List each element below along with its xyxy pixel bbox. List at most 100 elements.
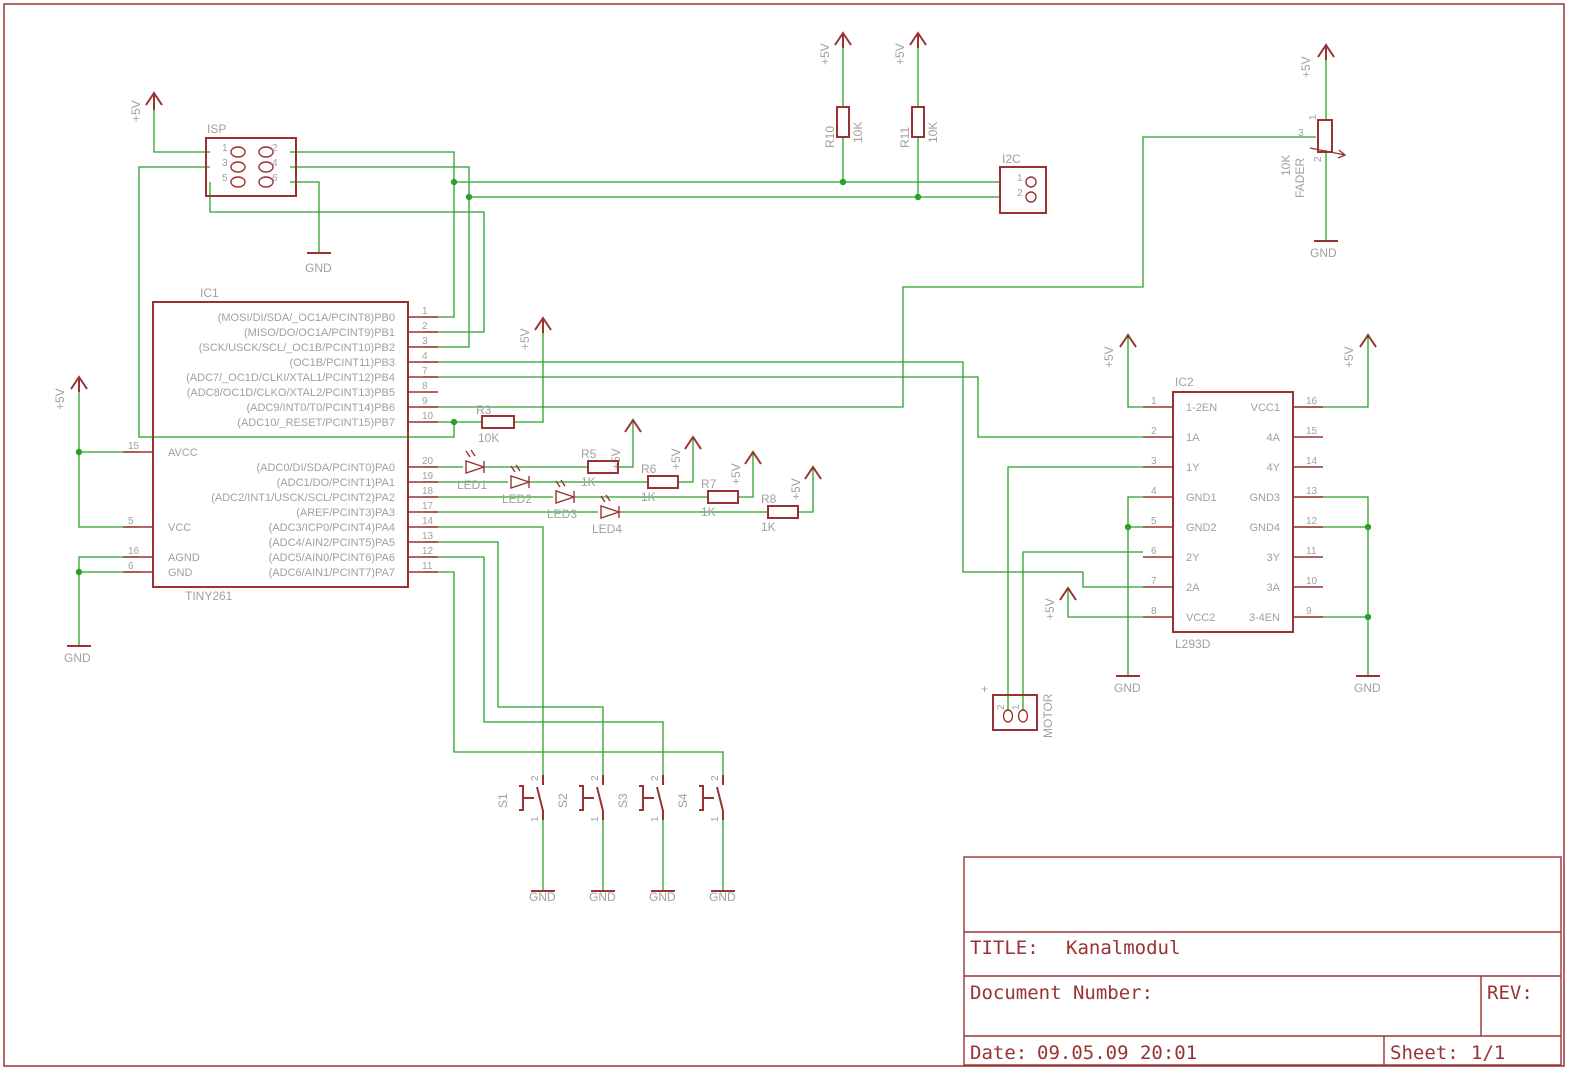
switch-pin-1: 1: [710, 816, 721, 822]
vcc-r5-label: +5V: [609, 448, 623, 470]
led4-label: LED4: [592, 522, 622, 536]
ic1-pin-label: (ADC1/DO/PCINT1)PA1: [277, 477, 395, 489]
gnd-s1-label: GND: [529, 890, 556, 904]
ic2-pin-label: 4Y: [1267, 462, 1281, 474]
ic2-pin-number: 16: [1306, 396, 1318, 407]
ic2-pin-label: GND1: [1186, 492, 1217, 504]
vcc-r8: [804, 465, 822, 480]
ic1-pin-number: 18: [422, 486, 434, 497]
motor-polarity: +: [981, 682, 988, 696]
ic2-pin-number: 14: [1306, 456, 1318, 467]
motor-pin-1: 1: [1011, 704, 1022, 710]
led3-label: LED3: [547, 507, 577, 521]
ic2-pin-number: 4: [1151, 486, 1157, 497]
ic1-pin-label: (ADC8/OC1D/CLKO/XTAL2/PCINT13)PB5: [187, 387, 395, 399]
ic2-pin-label: GND2: [1186, 522, 1217, 534]
vcc-r3-label: +5V: [518, 328, 532, 350]
fader-potentiometer: 1 3 2 10K FADER: [1279, 114, 1347, 198]
resistor-r8: R8 1K: [761, 492, 799, 534]
switch-name: S1: [496, 793, 510, 808]
vcc-fader-label: +5V: [1299, 56, 1313, 78]
ic2-pin-number: 12: [1306, 516, 1318, 527]
ic1-pin-number: 9: [422, 396, 428, 407]
isp-name: ISP: [207, 122, 226, 136]
gnd-isp-label: GND: [305, 261, 332, 275]
vcc-r7-label: +5V: [729, 463, 743, 485]
ic1-pin-label: (MOSI/DI/SDA/_OC1A/PCINT8)PB0: [218, 312, 395, 324]
r8-value: 1K: [761, 520, 776, 534]
r3-value: 10K: [478, 431, 499, 445]
gnd-ic2-right-label: GND: [1354, 681, 1381, 695]
switch-pin-1: 1: [650, 816, 661, 822]
ic1-pin-label: (SCK/USCK/SCL/_OC1B/PCINT10)PB2: [199, 342, 395, 354]
ic1-pin-label: GND: [168, 567, 193, 579]
motor-name: MOTOR: [1041, 693, 1055, 738]
ic1-pin-label: (ADC10/_RESET/PCINT15)PB7: [237, 417, 395, 429]
fader-pin-1: 1: [1308, 114, 1319, 120]
isp-connector: ISP 1 2 3 4 5 6: [205, 122, 297, 197]
resistor-r6: R6 1K: [641, 462, 679, 504]
gnd-s4-label: GND: [709, 890, 736, 904]
vcc-r8-label: +5V: [789, 478, 803, 500]
ic1-pin-number: 5: [128, 516, 134, 527]
i2c-connector: I2C 1 2: [999, 152, 1047, 214]
motor-connector: 2 1 + MOTOR: [981, 682, 1055, 738]
r3-name: R3: [476, 403, 492, 417]
gnd-fader-label: GND: [1310, 246, 1337, 260]
sheet-value: 1/1: [1471, 1042, 1505, 1064]
switch-name: S4: [676, 793, 690, 808]
r11-name: R11: [898, 127, 912, 148]
fader-name: FADER: [1293, 158, 1307, 198]
ic2-pin-number: 7: [1151, 576, 1157, 587]
vcc-r11-label: +5V: [893, 43, 907, 65]
ic1-pin-number: 1: [422, 306, 428, 317]
r6-name: R6: [641, 462, 657, 476]
fader-pin-3: 3: [1298, 128, 1304, 139]
switch-pin-2: 2: [650, 775, 661, 781]
vcc-r7: [744, 450, 762, 465]
date-value: 09.05.09 20:01: [1037, 1042, 1197, 1064]
rev-label: REV:: [1487, 982, 1533, 1004]
isp-pin-2: 2: [272, 143, 278, 154]
vcc-r5: [624, 418, 642, 433]
motor-pin-2: 2: [996, 704, 1007, 710]
i2c-pin-1: 1: [1017, 173, 1023, 184]
i2c-pin-2: 2: [1017, 188, 1023, 199]
ic1-pin-number: 4: [422, 351, 428, 362]
r10-value: 10K: [851, 122, 865, 143]
ic2-pin-label: 1-2EN: [1186, 402, 1217, 414]
r8-name: R8: [761, 492, 777, 506]
led1-label: LED1: [457, 478, 487, 492]
ic2-pin-label: GND3: [1249, 492, 1280, 504]
ic1-pin-number: 7: [422, 366, 428, 377]
gnd-ic2-left-label: GND: [1114, 681, 1141, 695]
led-2: [510, 464, 532, 489]
isp-pin-4: 4: [272, 158, 278, 169]
ic1-pin-number: 2: [422, 321, 428, 332]
ic1-pin-label: (ADC3/ICP0/PCINT4)PA4: [269, 522, 395, 534]
ic1-pin-label: (ADC9/INT0/T0/PCINT14)PB6: [246, 402, 395, 414]
ic2-pin-number: 8: [1151, 606, 1157, 617]
switch-pin-2: 2: [530, 775, 541, 781]
ic1-pin-number: 12: [422, 546, 434, 557]
ic2-pin-label: 3A: [1267, 582, 1281, 594]
sheet-frame: [3, 3, 1565, 1067]
vcc-ic2-vcc2: [1059, 586, 1077, 601]
ic2-pin-label: 2Y: [1186, 552, 1200, 564]
ic1-pin-number: 10: [422, 411, 434, 422]
r11-value: 10K: [926, 122, 940, 143]
led2-label: LED2: [502, 492, 532, 506]
ic2-pin-number: 1: [1151, 396, 1157, 407]
ic1-pin-number: 14: [422, 516, 434, 527]
switch-name: S2: [556, 793, 570, 808]
ic1-tiny261: IC1 TINY261 (MOSI/DI/SDA/_OC1A/PCINT8)PB…: [123, 286, 438, 603]
ic2-pin-label: 3Y: [1267, 552, 1281, 564]
r6-value: 1K: [641, 490, 656, 504]
vcc-r10: [834, 31, 852, 48]
